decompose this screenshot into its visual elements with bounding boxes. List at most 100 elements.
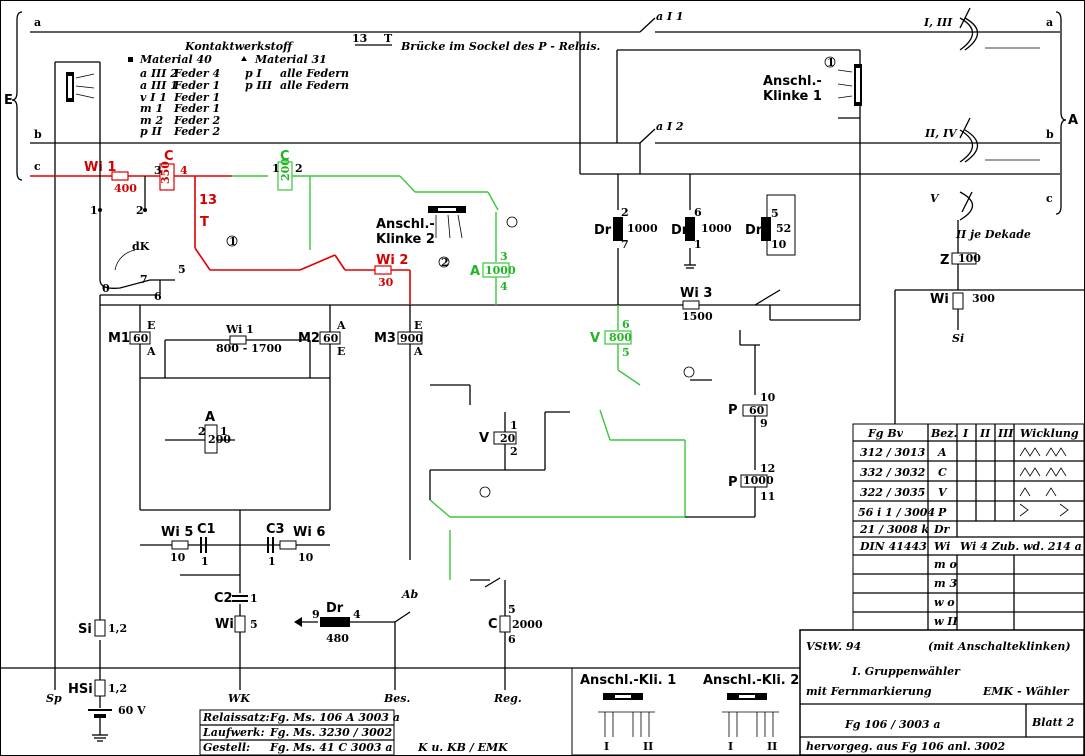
svg-text:3: 3 (154, 164, 162, 177)
svg-text:2: 2 (295, 162, 303, 175)
svg-text:II je Dekade: II je Dekade (955, 228, 1031, 241)
svg-text:E: E (337, 345, 345, 358)
c-relay-name: C (164, 149, 174, 164)
table-h-fg: Fg Bv (867, 427, 904, 440)
svg-text:7: 7 (621, 238, 629, 251)
svg-text:II: II (767, 740, 777, 753)
svg-text:1: 1 (268, 555, 276, 568)
svg-text:60: 60 (749, 404, 765, 417)
dr-bes (294, 611, 411, 690)
terminal-reg: Reg. (493, 692, 522, 705)
svg-text:5: 5 (178, 263, 186, 276)
page-title: I. Gruppenwähler (851, 665, 961, 678)
anschl-klinke-2-line2: Klinke 2 (376, 232, 435, 247)
si-name: Si (78, 622, 92, 637)
m1-name: M1 (108, 331, 130, 346)
table-row-bez: V (938, 486, 948, 499)
svg-text:0: 0 (102, 282, 110, 295)
svg-text:1: 1 (272, 162, 280, 175)
svg-text:5: 5 (771, 207, 779, 220)
svg-text:E: E (147, 319, 155, 332)
svg-text:T: T (384, 32, 393, 45)
wi-wk-name: Wi (215, 617, 234, 632)
svg-text:a I 2: a I 2 (656, 120, 684, 133)
a-relay-name: A (470, 264, 480, 279)
svg-text:p II: p II (140, 125, 163, 138)
table-h-bez: Bez. (930, 427, 958, 440)
svg-text:Laufwerk:: Laufwerk: (202, 726, 265, 739)
svg-text:900: 900 (400, 332, 423, 345)
title-block (799, 629, 1085, 756)
svg-text:1: 1 (694, 238, 702, 251)
svg-text:5: 5 (250, 618, 258, 631)
svg-text:Feder 1: Feder 1 (173, 102, 220, 115)
a-small-name: A (205, 410, 215, 425)
c2-name: C2 (214, 591, 233, 606)
svg-text:6: 6 (154, 290, 162, 303)
material-legend: Kontaktwerkstoff Material 40 Material 31… (128, 32, 601, 138)
wi6-name: Wi 6 (293, 525, 325, 540)
svg-text:60: 60 (323, 332, 339, 345)
svg-text:Fg. Ms. 3230 / 3002: Fg. Ms. 3230 / 3002 (269, 726, 392, 739)
table-row-fg: 312 / 3013 (860, 446, 926, 459)
svg-text:dK: dK (132, 240, 150, 253)
winding-symbols (1019, 447, 1069, 517)
svg-text:Feder 1: Feder 1 (173, 91, 220, 104)
svg-text:alle Federn: alle Federn (280, 67, 349, 80)
rail-b-left: b (34, 128, 42, 141)
c3-name: C3 (266, 522, 285, 537)
spring-row: w II (934, 615, 958, 628)
rail-group-E: E (4, 93, 13, 108)
ref-circle-3 (683, 366, 695, 378)
svg-text:1000: 1000 (701, 222, 732, 235)
table-row-bez: Dr (933, 523, 951, 536)
drawing-number: Fg 106 / 3003 a (844, 718, 941, 731)
brace-E (11, 11, 23, 181)
svg-text:9: 9 (312, 608, 320, 621)
svg-text:v I 1: v I 1 (140, 91, 167, 104)
dr1-name: Dr (594, 223, 612, 238)
table-h-iii: III (997, 427, 1014, 440)
svg-text:52: 52 (776, 222, 791, 235)
dr-relays (613, 118, 861, 305)
legend-material31: Material 31 (254, 53, 327, 66)
svg-text:Feder 4: Feder 4 (173, 67, 220, 80)
svg-text:alle Federn: alle Federn (280, 79, 349, 92)
title-mit-anschalt: (mit Anschalteklinken) (928, 640, 1071, 653)
table-row-fg: 21 / 3008 k (859, 523, 929, 536)
svg-text:Feder 2: Feder 2 (173, 125, 221, 138)
svg-text:4: 4 (353, 608, 361, 621)
bridge-T: T (200, 215, 209, 230)
svg-text:2000: 2000 (512, 618, 543, 631)
table-row-bez: P (937, 506, 947, 519)
right-branch (894, 220, 1085, 430)
svg-text:p I: p I (245, 67, 263, 80)
table-row-fg: 332 / 3032 (860, 466, 926, 479)
svg-text:1: 1 (90, 204, 98, 217)
p2-relay-name: P (728, 475, 738, 490)
contact-aI2 (639, 128, 656, 144)
svg-text:10: 10 (170, 551, 186, 564)
v2-name: V (479, 431, 489, 446)
svg-text:60: 60 (133, 332, 149, 345)
table-row-extra: Wi 4 Zub. wd. 214 a (960, 540, 1082, 553)
anschl-klinke-1-line1: Anschl.- (763, 74, 822, 89)
svg-text:A: A (146, 345, 156, 358)
brace-A (1055, 11, 1067, 215)
svg-text:200: 200 (208, 433, 231, 446)
anschl-klinke-2-line1: Anschl.- (376, 217, 435, 232)
title-emk: EMK - Wähler (982, 685, 1070, 698)
c-relay2-name: C (280, 149, 290, 164)
svg-text:I: I (604, 740, 609, 753)
svg-text:1: 1 (510, 419, 518, 432)
wi3-name: Wi 3 (680, 286, 712, 301)
svg-text:1: 1 (229, 235, 237, 248)
svg-text:1000: 1000 (627, 222, 658, 235)
terminal-ab: Ab (401, 588, 419, 601)
jack-E-left (54, 61, 101, 195)
middle-circuit (409, 289, 861, 560)
table-row-fg: DIN 41443 (859, 540, 927, 553)
table-row-fg: 322 / 3035 (860, 486, 925, 499)
svg-text:m 1: m 1 (140, 102, 163, 115)
ref-circle-1 (226, 235, 238, 247)
